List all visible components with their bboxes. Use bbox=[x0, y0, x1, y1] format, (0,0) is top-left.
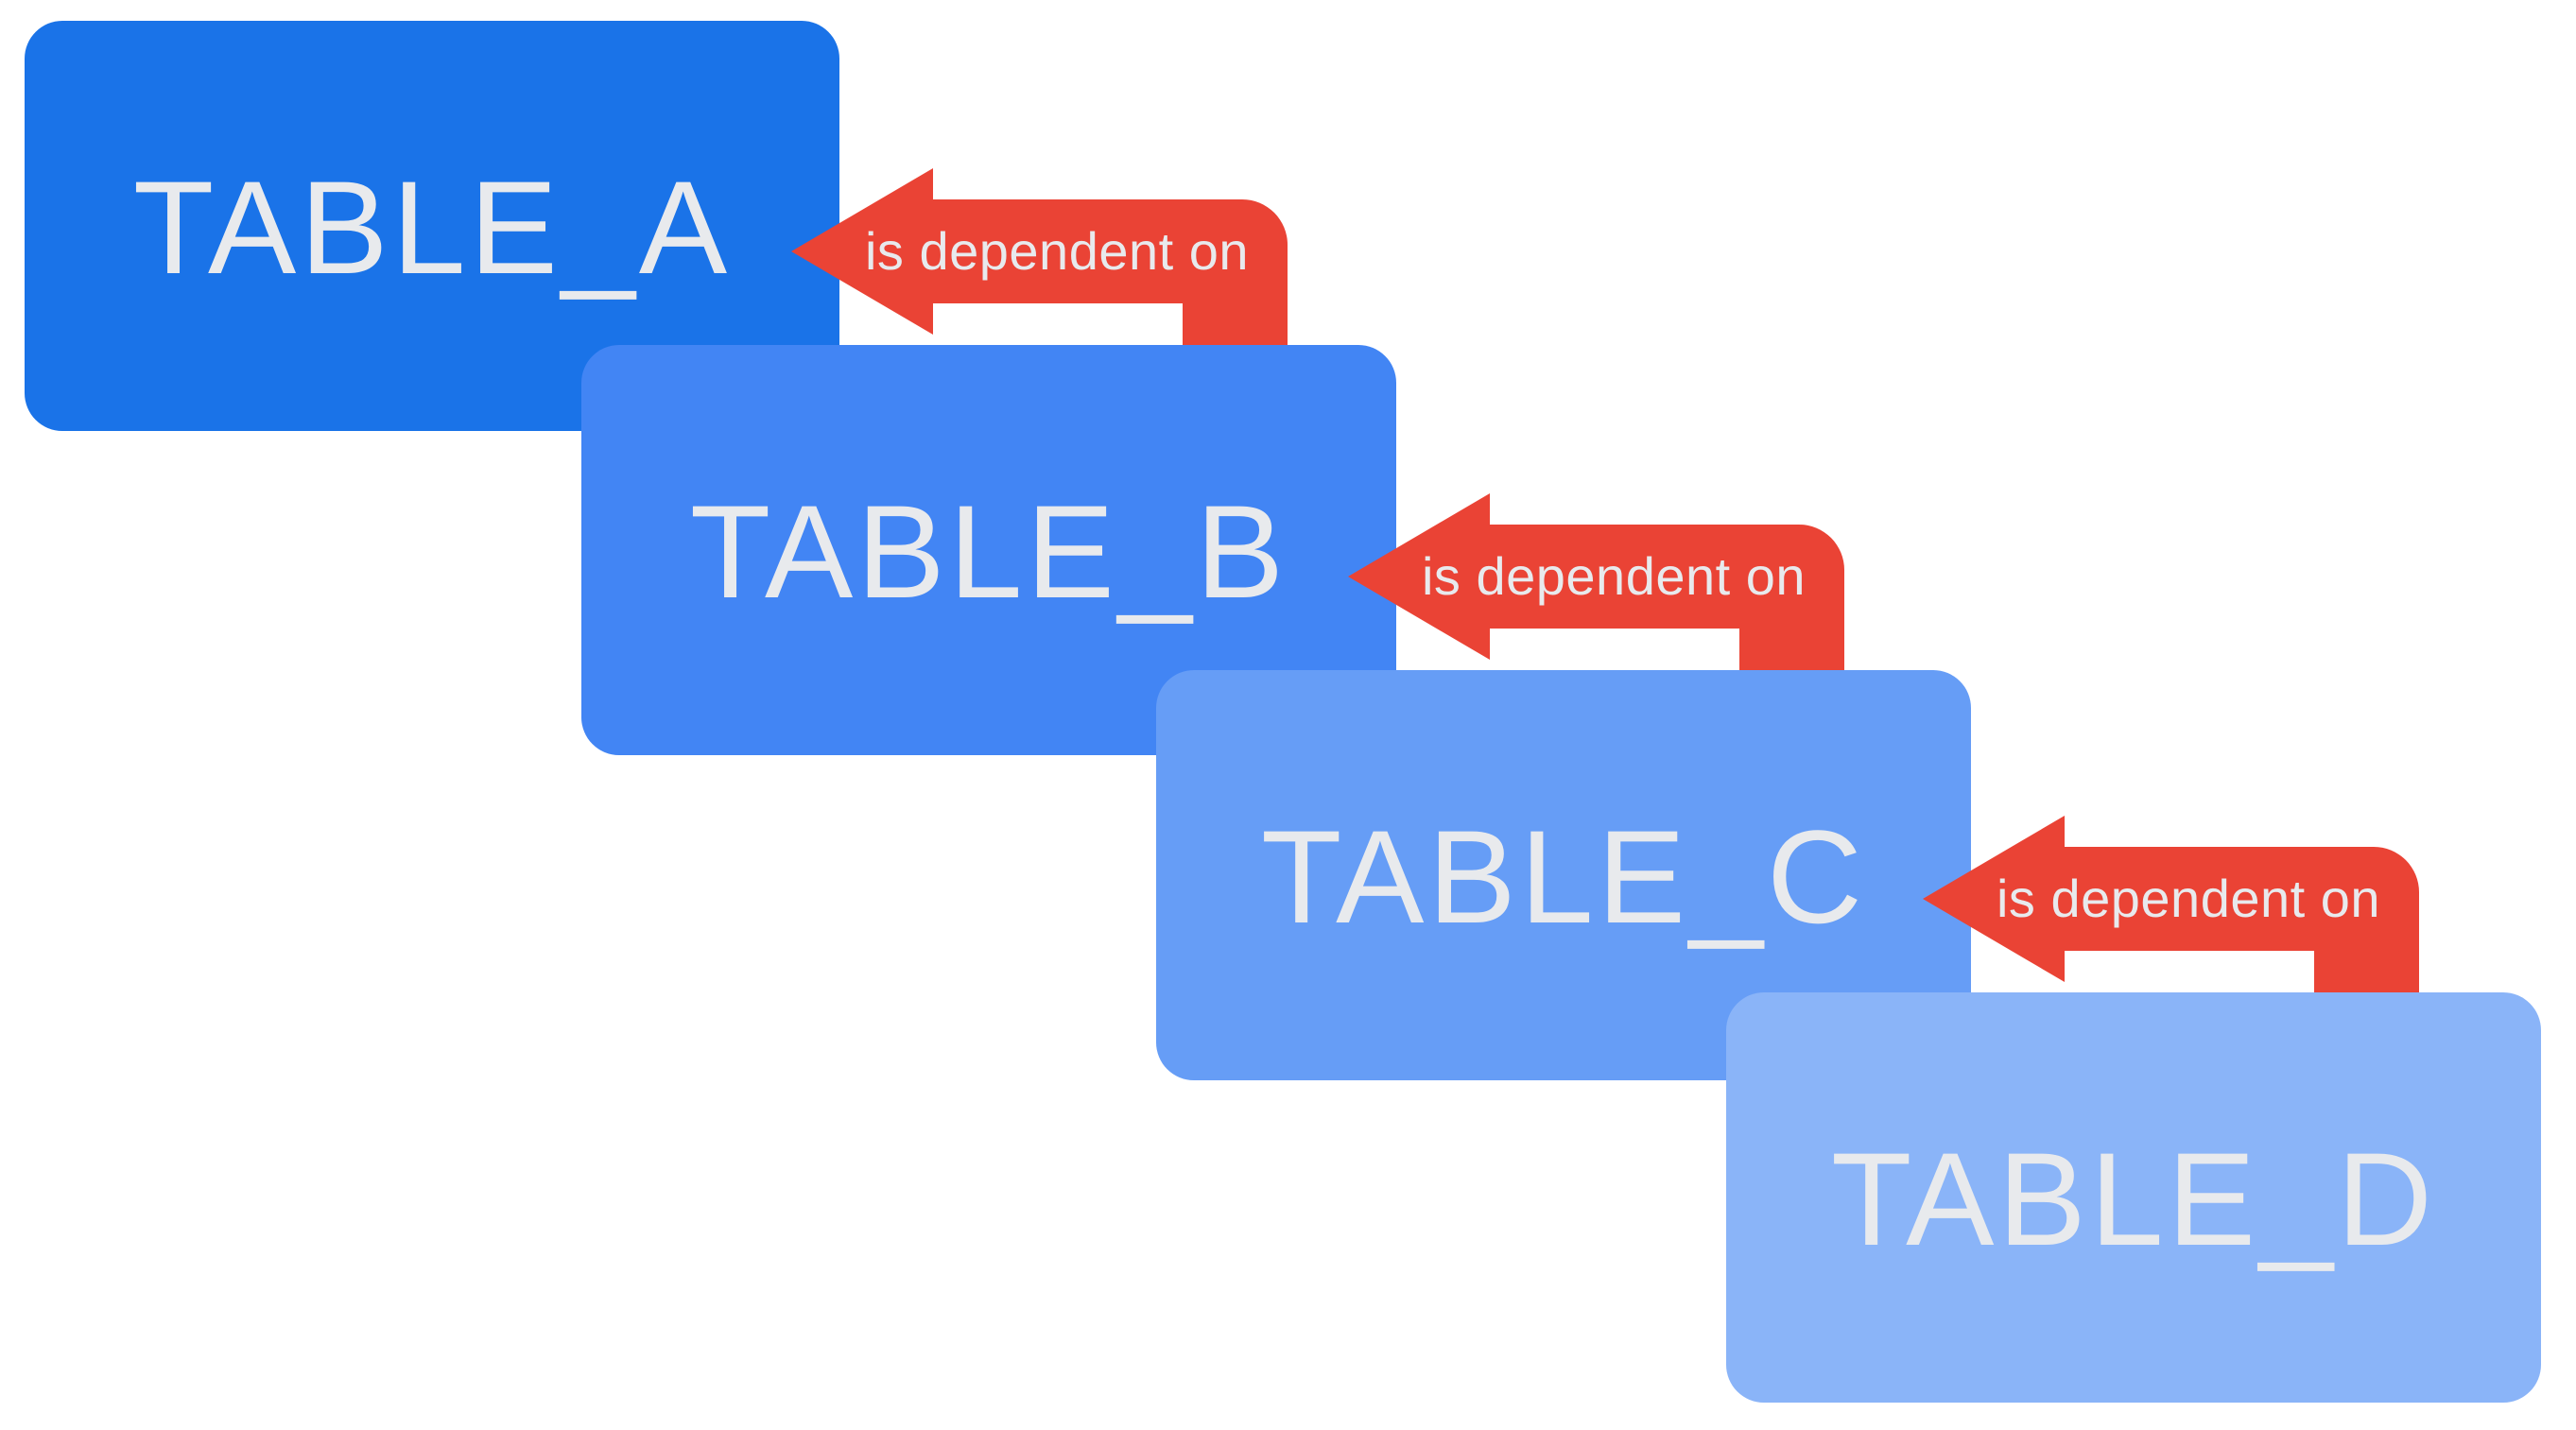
table-box-a: TABLE_A bbox=[25, 21, 839, 431]
table-d-label: TABLE_D bbox=[1830, 1125, 2437, 1273]
arrow-3-label: is dependent on bbox=[1996, 869, 2381, 928]
dependency-arrow-c-to-b: is dependent on bbox=[1348, 493, 1844, 670]
table-box-d: TABLE_D bbox=[1726, 992, 2541, 1403]
dependency-arrow-d-to-c: is dependent on bbox=[1923, 816, 2419, 992]
arrow-2-label: is dependent on bbox=[1421, 546, 1807, 606]
left-arrow-icon bbox=[1923, 816, 2419, 992]
table-a-label: TABLE_A bbox=[132, 153, 732, 302]
left-arrow-icon bbox=[791, 168, 1288, 345]
arrow-1-label: is dependent on bbox=[864, 221, 1250, 281]
dependency-arrow-b-to-a: is dependent on bbox=[791, 168, 1288, 345]
table-c-label: TABLE_C bbox=[1260, 802, 1867, 951]
table-b-label: TABLE_B bbox=[689, 477, 1288, 626]
left-arrow-icon bbox=[1348, 493, 1844, 670]
